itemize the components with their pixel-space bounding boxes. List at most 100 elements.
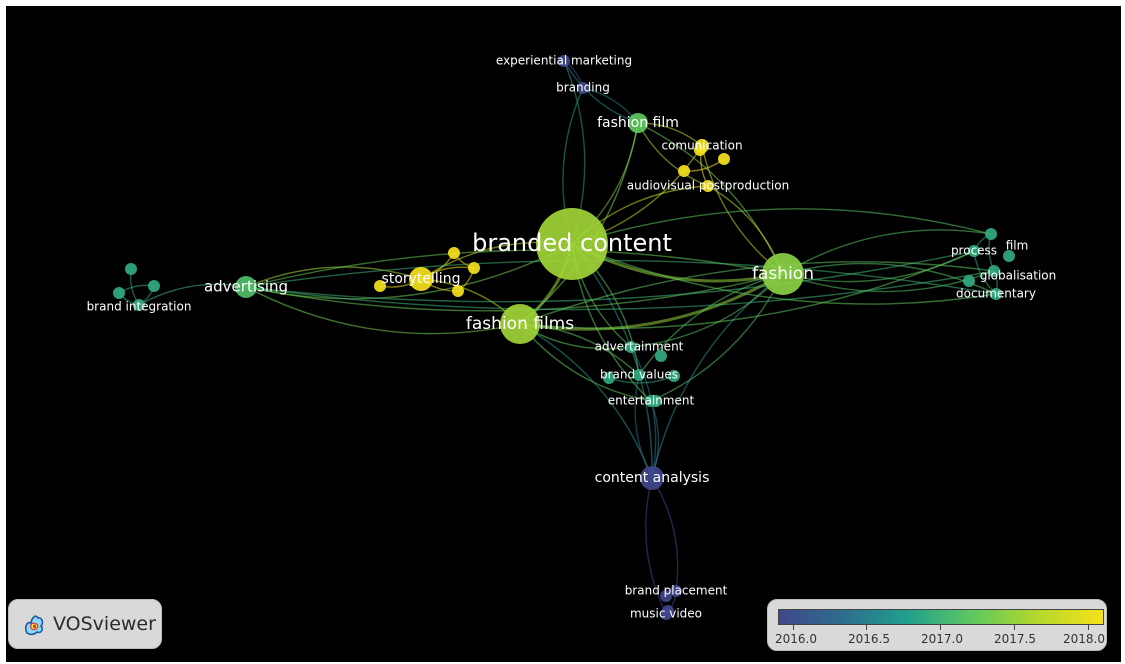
edge <box>782 229 992 275</box>
node-label[interactable]: fashion <box>752 264 814 284</box>
node-label[interactable]: content analysis <box>595 470 710 486</box>
edge <box>651 273 784 479</box>
node[interactable] <box>694 144 706 156</box>
node[interactable] <box>113 287 125 299</box>
edge <box>638 273 784 376</box>
node-label[interactable]: brand placement <box>625 584 728 598</box>
node-process[interactable] <box>968 245 980 257</box>
legend-tick-label: 2017.5 <box>994 632 1036 646</box>
network-canvas[interactable]: branded content fashion fashion films fashi… <box>6 6 1121 662</box>
vosviewer-logo[interactable]: VOSviewer <box>8 599 162 649</box>
node-advertainment[interactable] <box>625 341 637 353</box>
legend-tick-label: 2017.0 <box>921 632 963 646</box>
vosviewer-logo-icon <box>24 615 44 636</box>
node-fashion-film[interactable] <box>628 113 648 133</box>
node-label[interactable]: brand integration <box>87 300 192 314</box>
node-label[interactable]: film <box>1006 239 1029 253</box>
node-label[interactable]: experiential marketing <box>496 54 632 68</box>
legend-tick-mark <box>940 625 941 630</box>
legend-tick-label: 2016.5 <box>848 632 890 646</box>
edges-layer <box>118 60 998 615</box>
node-documentary[interactable] <box>990 288 1002 300</box>
edge <box>519 261 995 325</box>
co-occurrence-network[interactable]: branded content fashion fashion films fashi… <box>6 6 1121 662</box>
node-brand-integration[interactable] <box>133 299 145 311</box>
year-color-legend: 2016.0 2016.5 2017.0 2017.5 2018.0 <box>767 599 1107 651</box>
node[interactable] <box>1003 250 1015 262</box>
node[interactable] <box>678 165 690 177</box>
legend-tick-mark <box>1088 625 1089 630</box>
node-brand-values[interactable] <box>633 369 645 381</box>
node-label[interactable]: storytelling <box>382 271 461 287</box>
edge <box>683 158 725 172</box>
edge <box>650 273 784 402</box>
node-globalisation[interactable] <box>988 265 1000 277</box>
edge <box>245 286 521 335</box>
node[interactable] <box>963 275 975 287</box>
edge <box>571 208 992 245</box>
node-label[interactable]: comunication <box>661 139 742 153</box>
edge <box>245 259 997 295</box>
node-film[interactable] <box>985 228 997 240</box>
edge <box>245 270 995 311</box>
node[interactable] <box>448 247 460 259</box>
node-branding[interactable] <box>577 82 589 94</box>
edge <box>519 272 784 331</box>
node[interactable] <box>718 153 730 165</box>
edge <box>138 283 247 306</box>
node-label[interactable]: globalisation <box>980 269 1057 283</box>
node-advertising[interactable] <box>235 276 257 298</box>
edge <box>608 375 675 384</box>
node-branded-content[interactable] <box>536 208 608 280</box>
node-label[interactable]: music video <box>630 607 702 621</box>
edge <box>651 477 679 592</box>
edge <box>630 273 784 348</box>
node-experiential-marketing[interactable] <box>558 55 570 67</box>
legend-tick-mark <box>793 625 794 630</box>
node[interactable] <box>660 590 672 602</box>
edge <box>571 243 997 305</box>
labels-layer: branded content fashion fashion films fashi… <box>87 54 1057 621</box>
node-label[interactable]: branding <box>556 81 610 95</box>
node-label[interactable]: process <box>951 244 997 258</box>
node[interactable] <box>655 350 667 362</box>
legend-tick-label: 2016.0 <box>775 632 817 646</box>
node[interactable] <box>603 372 615 384</box>
node[interactable] <box>125 263 137 275</box>
node-label[interactable]: audiovisual postproduction <box>627 179 789 193</box>
node[interactable] <box>452 285 464 297</box>
legend-color-bar <box>778 609 1104 625</box>
edge <box>519 250 975 330</box>
node[interactable] <box>468 262 480 274</box>
node-audiovisual-postproduction[interactable] <box>702 180 714 192</box>
legend-tick-mark <box>866 625 867 630</box>
edge <box>571 243 653 479</box>
node-brand-placement[interactable] <box>670 585 682 597</box>
brand-name: VOSviewer <box>53 613 156 635</box>
node[interactable] <box>668 370 680 382</box>
node-label[interactable]: fashion film <box>597 115 679 131</box>
legend-tick-label: 2018.0 <box>1063 632 1105 646</box>
edge <box>245 250 975 303</box>
edge <box>645 477 667 615</box>
node-label[interactable]: documentary <box>956 287 1036 301</box>
node-label[interactable]: brand values <box>600 368 678 382</box>
node-content-analysis[interactable] <box>640 466 664 490</box>
node-label[interactable]: fashion films <box>466 314 574 334</box>
node-label[interactable]: advertising <box>204 278 288 296</box>
legend-tick-mark <box>1014 625 1015 630</box>
node[interactable] <box>650 395 662 407</box>
node[interactable] <box>662 605 674 617</box>
node-fashion-films[interactable] <box>500 304 540 344</box>
node[interactable] <box>148 280 160 292</box>
node-label[interactable]: entertainment <box>608 394 695 408</box>
edge <box>245 266 422 288</box>
edge <box>245 249 784 288</box>
node-fashion[interactable] <box>762 253 804 295</box>
node-label[interactable]: advertainment <box>595 340 684 354</box>
node-storytelling[interactable] <box>409 267 433 291</box>
node-label[interactable]: branded content <box>472 229 672 257</box>
node[interactable] <box>374 280 386 292</box>
edge <box>630 346 657 479</box>
edge <box>637 122 784 275</box>
